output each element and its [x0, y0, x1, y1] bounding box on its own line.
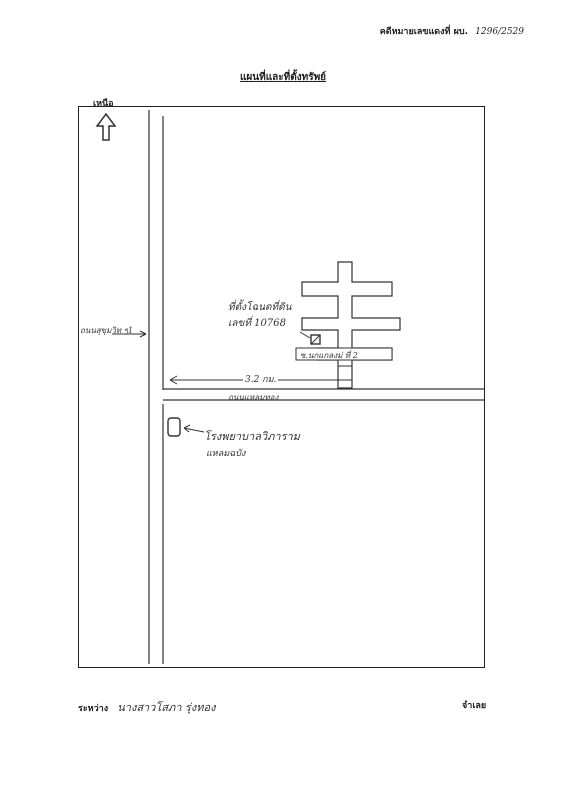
- soi-label-box: [295, 347, 393, 361]
- distance-label: 3.2 กม.: [243, 372, 279, 386]
- north-label: เหนือ: [93, 99, 114, 109]
- soi-turn-arrow: [330, 365, 353, 381]
- map-frame: [78, 106, 485, 668]
- deed-number-label: เลขที่ 10768: [228, 318, 286, 329]
- case-label: คดีหมายเลขแดงที่ ผบ.: [379, 27, 469, 37]
- property-pointer: [299, 331, 311, 339]
- property-label: ที่ตั้งโฉนดที่ดิน: [228, 302, 292, 313]
- soi-cross: [301, 261, 401, 389]
- footer-between: ระหว่าง นางสาวโสภา รุ่งทอง: [78, 698, 215, 716]
- school-label: โรงพยาบาลวิภาราม: [204, 430, 300, 443]
- property-marker: [310, 334, 321, 345]
- page-title: แผนที่และที่ตั้งทรัพย์: [239, 72, 327, 83]
- school-pointer: [183, 427, 205, 433]
- between-name: นางสาวโสภา รุ่งทอง: [117, 701, 216, 714]
- left-road-arrowhead-icon: [139, 330, 147, 338]
- left-road-label: ถนนสุขุมวิท ๆ1: [80, 326, 134, 335]
- school-arrowhead-icon: [183, 424, 191, 433]
- school-marker: [167, 417, 181, 437]
- between-label: ระหว่าง: [78, 704, 109, 714]
- main-road-label: ถนนแหลมทอง: [228, 393, 279, 402]
- case-number: 1296/2529: [475, 27, 524, 37]
- north-arrow-icon: [95, 112, 117, 141]
- distance-arrow-head-icon: [169, 375, 178, 385]
- property-marker-hatch: [310, 334, 321, 345]
- case-number-header: คดีหมายเลขแดงที่ ผบ. 1296/2529: [380, 24, 524, 38]
- school-sub-label: แหลมฉบัง: [206, 449, 246, 459]
- soi-label: ซ.นกแกลงม่ ที่ 2: [300, 351, 358, 360]
- defendant-label: จำเลย: [462, 701, 487, 711]
